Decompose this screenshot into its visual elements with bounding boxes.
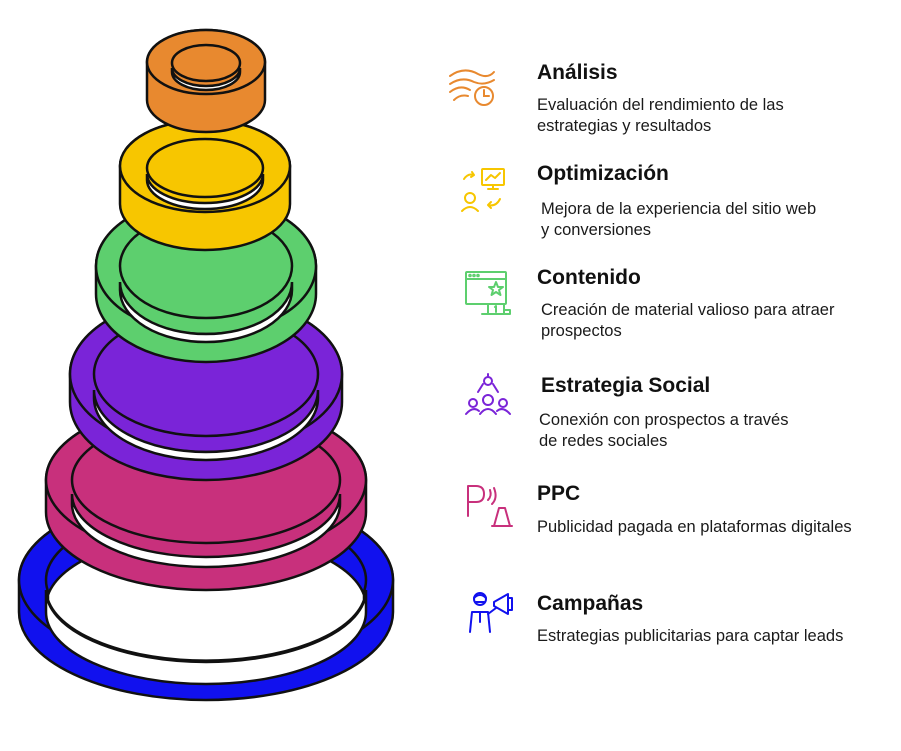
content-icon [465, 271, 511, 315]
analysis-icon [449, 69, 495, 106]
item-description: Creación de material valioso para atraer… [541, 301, 835, 340]
item-title: Estrategia Social [541, 374, 711, 397]
item-description: Estrategias publicitarias para captar le… [537, 627, 844, 645]
item-title: PPC [537, 482, 581, 505]
ppc-icon [467, 485, 513, 527]
ring-optimization [118, 118, 292, 252]
ring-analysis [145, 28, 267, 134]
item-title: Contenido [537, 266, 641, 289]
item-title: Campañas [537, 592, 644, 615]
item-title: Análisis [537, 61, 618, 84]
social-strategy-icon [465, 373, 511, 415]
campaigns-icon [469, 592, 513, 633]
item-title: Optimización [537, 162, 669, 185]
optimization-icon [461, 168, 505, 212]
item-description: Publicidad pagada en plataformas digital… [537, 518, 852, 536]
item-description: Mejora de la experiencia del sitio web y… [541, 200, 817, 239]
